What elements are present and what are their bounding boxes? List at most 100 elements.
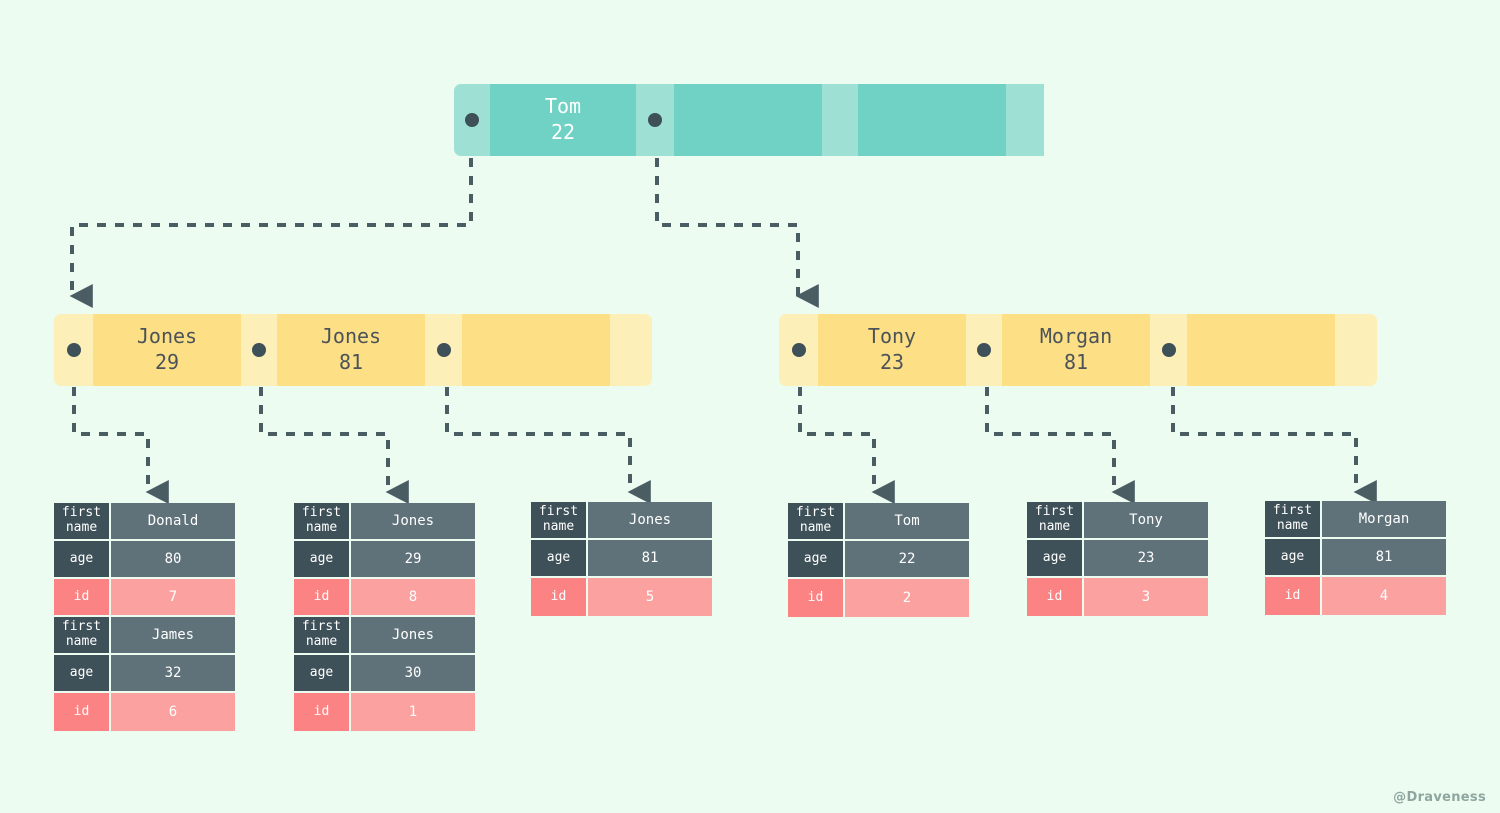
right-pointer-1-dot-icon <box>977 343 991 357</box>
record-field-value: Donald <box>111 503 235 541</box>
record-field-value: 5 <box>588 578 712 616</box>
record-field-label-line1: first <box>1034 504 1075 520</box>
record-field-label-line1: first <box>538 504 579 520</box>
left-pointer-1[interactable] <box>241 314 277 386</box>
record-field-label: age <box>294 655 351 693</box>
record-field-value: 30 <box>351 655 475 693</box>
left-key-0-age: 29 <box>154 350 180 374</box>
left-key-1-name: Jones <box>320 324 382 349</box>
record-field-value: 80 <box>111 541 235 579</box>
left-pointer-2[interactable] <box>425 314 462 386</box>
right-empty-pointer-3 <box>1335 314 1377 386</box>
record-field-value: 29 <box>351 541 475 579</box>
record-field-label-line2: name <box>1038 519 1071 534</box>
record-field-value: Tony <box>1084 502 1208 540</box>
record-field-label: id <box>531 578 588 616</box>
right-pointer-0[interactable] <box>779 314 818 386</box>
record-field-label-line1: first <box>301 619 342 635</box>
left-pointer-0-dot-icon <box>66 343 81 357</box>
record-field-label: id <box>294 579 351 617</box>
right-key-0-age: 23 <box>879 350 905 374</box>
root-pointer-1-dot-icon <box>648 113 662 127</box>
record-field-value: Morgan <box>1322 501 1446 539</box>
record-field-label-line2: name <box>305 520 338 535</box>
left-pointer-1-dot-icon <box>252 343 266 357</box>
record-field-label: age <box>294 541 351 579</box>
record-field-label-line2: name <box>542 519 575 534</box>
record-field-value: 8 <box>351 579 475 617</box>
record-field-label-line2: name <box>65 520 98 535</box>
record-field-value: 6 <box>111 693 235 731</box>
right-pointer-2[interactable] <box>1150 314 1187 386</box>
record-field-label: age <box>54 541 111 579</box>
record-field-label: id <box>788 579 845 617</box>
record-field-value: 1 <box>351 693 475 731</box>
record-field-label-line1: first <box>301 505 342 521</box>
root-pointer-0[interactable] <box>454 84 490 156</box>
connector-root-ptr0-to-left-node <box>69 122 473 308</box>
record-field-value: 32 <box>111 655 235 693</box>
record-field-value: 2 <box>845 579 969 617</box>
record-field-label: age <box>1265 539 1322 577</box>
record-field-value: 3 <box>1084 578 1208 616</box>
record-field-label-line2: name <box>1276 518 1309 533</box>
root-empty-slot-0 <box>674 84 822 156</box>
right-key-0-name: Tony <box>867 324 917 349</box>
right-pointer-1[interactable] <box>966 314 1002 386</box>
left-pointer-0[interactable] <box>54 314 93 386</box>
record-field-label-line1: first <box>61 619 102 635</box>
record-field-label-line2: name <box>305 634 338 649</box>
record-field-label: age <box>788 541 845 579</box>
root-pointer-1[interactable] <box>636 84 674 156</box>
root-key-0-age: 22 <box>550 120 576 144</box>
record-field-value: 22 <box>845 541 969 579</box>
record-field-label: id <box>54 693 111 731</box>
record-field-value: 7 <box>111 579 235 617</box>
record-field-value: Jones <box>351 503 475 541</box>
record-field-value: James <box>111 617 235 655</box>
record-field-label: age <box>1027 540 1084 578</box>
root-pointer-0-dot-icon <box>465 113 479 127</box>
left-empty-pointer-3 <box>610 314 652 386</box>
root-empty-pointer-3 <box>1006 84 1044 156</box>
record-field-label: id <box>54 579 111 617</box>
record-field-label: age <box>54 655 111 693</box>
